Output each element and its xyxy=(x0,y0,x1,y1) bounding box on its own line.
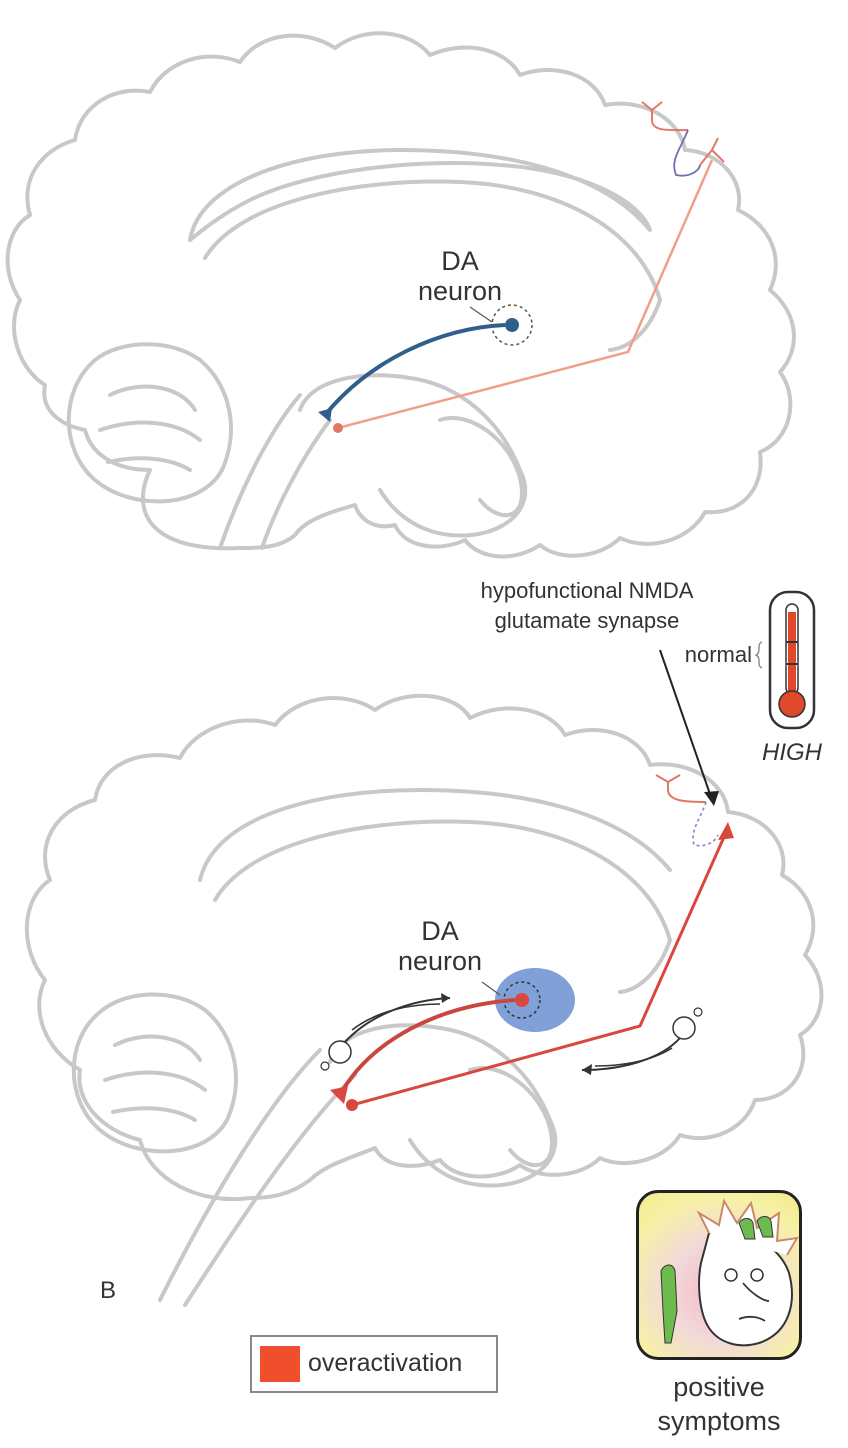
bottom-brain-inner-sulcus xyxy=(198,788,672,882)
bottom-da-label-1: DA xyxy=(421,916,459,946)
top-da-label-1: DA xyxy=(441,246,479,276)
top-da-label-leader xyxy=(469,306,493,323)
synapse-label-2: glutamate synapse xyxy=(495,608,680,633)
top-brainstem-2 xyxy=(260,418,332,550)
bottom-pointer-arrow xyxy=(659,649,713,801)
top-midbrain-outline xyxy=(438,416,524,518)
legend: overactivation xyxy=(250,1335,498,1393)
top-glutamate-axon xyxy=(337,159,714,430)
feedback-bubble-left-small xyxy=(320,1061,330,1071)
top-pyramidal-neuron-2 xyxy=(699,137,725,166)
top-cerebellum xyxy=(66,342,233,504)
top-da-soma xyxy=(505,318,519,332)
face-illustration xyxy=(660,1198,799,1347)
feedback-bubble-right-small xyxy=(693,1007,703,1017)
bottom-glutamate-arrowhead xyxy=(718,822,734,840)
bottom-glutamate-terminal xyxy=(346,1099,358,1111)
top-brain-inner-sulcus xyxy=(188,148,652,242)
top-brain xyxy=(5,31,796,559)
bottom-glutamate-pathway xyxy=(346,649,734,1111)
little-figure-top-2 xyxy=(756,1216,774,1238)
bottom-da-terminal xyxy=(330,1086,348,1104)
bottom-corpus-callosum xyxy=(213,819,672,994)
normal-label: normal xyxy=(685,642,752,667)
bottom-hypofunctional-interneuron xyxy=(692,801,719,847)
thermometer-bulb xyxy=(778,690,806,718)
nose xyxy=(742,1282,770,1302)
bottom-thalamus-outline xyxy=(328,1023,558,1188)
bottom-pyramidal-neuron-1 xyxy=(655,774,707,803)
eye-right xyxy=(750,1268,764,1282)
bottom-da-axon xyxy=(338,998,516,1096)
symptoms-caption-1: positive xyxy=(673,1372,765,1402)
thermometer xyxy=(768,590,816,730)
legend-label: overactivation xyxy=(308,1349,463,1377)
little-figure-top xyxy=(738,1218,756,1240)
top-da-terminal xyxy=(318,408,332,422)
feedback-arrow-left-2 xyxy=(351,1003,441,1031)
top-corpus-callosum xyxy=(203,179,662,352)
top-da-label-2: neuron xyxy=(418,276,502,306)
feedback-arrowhead-right xyxy=(582,1064,592,1075)
top-da-axon xyxy=(323,323,506,417)
bottom-midbrain-outline xyxy=(468,1066,554,1168)
top-pyramidal-neuron-1 xyxy=(641,101,689,132)
little-figure-side xyxy=(660,1264,678,1344)
bottom-brainstem xyxy=(158,1048,322,1302)
mouth xyxy=(738,1315,766,1322)
top-da-neuron: DA neuron xyxy=(318,246,533,422)
eye-left xyxy=(724,1268,738,1282)
bottom-da-label-2: neuron xyxy=(398,946,482,976)
bottom-da-soma xyxy=(515,993,529,1007)
top-glutamate-pathway xyxy=(333,101,725,433)
bottom-da-neuron: DA neuron xyxy=(320,916,575,1104)
high-label: HIGH xyxy=(762,739,823,766)
bottom-brain-outline xyxy=(24,693,824,1202)
bottom-brainstem-2 xyxy=(183,1073,357,1307)
top-brain-outline xyxy=(5,31,796,559)
feedback-arrow-right-2 xyxy=(594,1047,673,1067)
positive-symptoms-cartoon xyxy=(636,1190,802,1360)
bottom-cerebellum xyxy=(71,992,238,1154)
bottom-da-label-leader xyxy=(481,981,501,996)
feedback-bubble-right xyxy=(672,1016,696,1040)
top-brainstem xyxy=(218,393,302,550)
thermometer-fill xyxy=(788,612,796,700)
panel-letter-b: B xyxy=(100,1277,116,1304)
feedback-arrowhead-left xyxy=(441,993,450,1003)
synapse-label-1: hypofunctional NMDA xyxy=(481,578,694,603)
bottom-glutamate-axon xyxy=(351,827,730,1107)
feedback-bubble-left xyxy=(328,1040,352,1064)
top-glutamate-terminal xyxy=(333,423,343,433)
bottom-pointer-arrowhead xyxy=(704,791,719,806)
bottom-brain xyxy=(24,693,824,1307)
symptoms-caption-2: symptoms xyxy=(657,1406,781,1436)
top-interneuron xyxy=(673,129,701,177)
overactive-halo xyxy=(495,968,575,1032)
legend-swatch-overactivation xyxy=(260,1346,300,1382)
normal-brace xyxy=(754,641,763,669)
